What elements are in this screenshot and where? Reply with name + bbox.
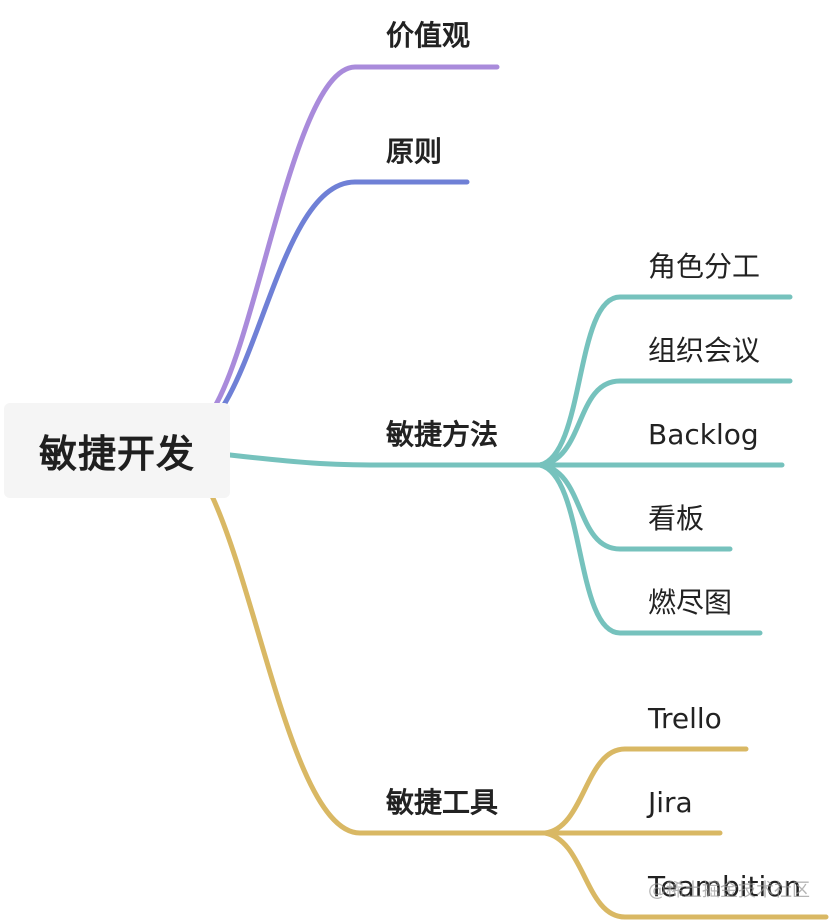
branch-line-method-5 xyxy=(537,462,763,636)
branch-line-values xyxy=(211,64,500,411)
node-values[interactable]: 价值观 xyxy=(386,19,471,52)
root-node[interactable] xyxy=(4,403,230,498)
branch-line-tool-3 xyxy=(542,830,829,920)
branch-line-methods xyxy=(227,452,543,468)
root-node-label: 敏捷开发 xyxy=(38,432,195,476)
node-tool-jira[interactable]: Jira xyxy=(648,786,693,819)
branch-line-method-1 xyxy=(537,294,793,468)
node-method-burndown[interactable]: 燃尽图 xyxy=(648,586,733,619)
node-method-kanban[interactable]: 看板 xyxy=(648,502,705,535)
node-methods[interactable]: 敏捷方法 xyxy=(386,418,499,451)
branch-line-tool-1 xyxy=(542,746,749,836)
node-method-backlog[interactable]: Backlog xyxy=(648,418,759,451)
branch-line-tools xyxy=(209,493,548,836)
node-tools[interactable]: 敏捷工具 xyxy=(386,786,499,819)
node-tool-trello[interactable]: Trello xyxy=(648,702,722,735)
branch-line-principles xyxy=(219,179,470,411)
node-method-roles[interactable]: 角色分工 xyxy=(648,250,761,283)
branch-line-method-4 xyxy=(537,462,733,552)
branch-line-method-2 xyxy=(537,378,793,468)
watermark: @稀土掘金技术社区 xyxy=(648,880,810,901)
node-principles[interactable]: 原则 xyxy=(386,135,443,168)
node-tool-teambition[interactable]: Teambition xyxy=(648,870,802,903)
node-method-meetings[interactable]: 组织会议 xyxy=(648,334,761,367)
